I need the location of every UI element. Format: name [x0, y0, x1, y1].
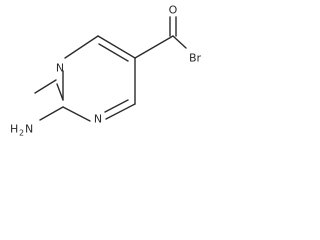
structure-drawing: N N O Br H 2 N: [10, 4, 202, 138]
amine-subscript: 2: [19, 129, 24, 138]
amine-n: N: [25, 123, 33, 136]
bond-n1-c2-double-a: [56, 83, 64, 101]
bond-c2-amine: [39, 106, 64, 121]
bond-c4-n3-outer: [105, 103, 136, 120]
atom-label-br: Br: [189, 52, 202, 65]
bond-c6-c5-inner: [98, 43, 129, 62]
bond-carbonyl-br: [172, 35, 187, 49]
atom-label-n-top: N: [56, 62, 64, 75]
amine-h: H: [10, 123, 18, 136]
bond-c2-n1: [34, 79, 57, 94]
bond-n3-c2: [62, 106, 91, 122]
atom-label-amine: H 2 N: [10, 123, 33, 138]
bond-c6-c5-outer: [97, 35, 136, 59]
bond-c4-n3-inner: [104, 99, 129, 113]
bond-c5-carbonyl: [134, 35, 174, 59]
bond-n1-c6: [64, 35, 99, 59]
atom-label-n-bottom: N: [94, 113, 102, 126]
atom-label-o: O: [169, 4, 178, 17]
